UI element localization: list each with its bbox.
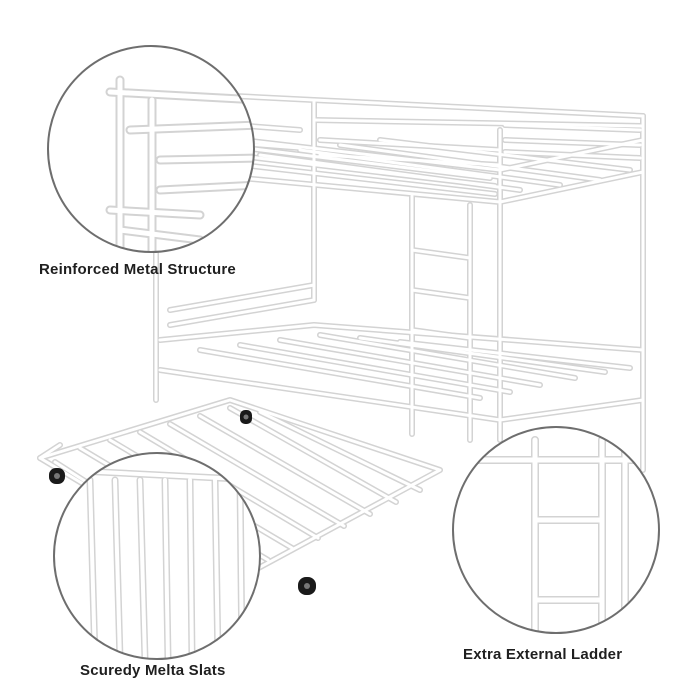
slats-zoom-callout [53, 452, 261, 660]
trundle-casters [49, 410, 316, 595]
slats-caption: Scuredy Melta Slats [80, 662, 226, 679]
caster-wheel [298, 577, 316, 595]
structure-zoom-callout [47, 45, 255, 253]
ladder-caption: Extra External Ladder [463, 646, 623, 663]
structure-caption: Reinforced Metal Structure [39, 261, 236, 278]
caster-wheel [240, 410, 252, 424]
caster-wheel [49, 468, 65, 484]
ladder-zoom-callout [452, 426, 660, 634]
